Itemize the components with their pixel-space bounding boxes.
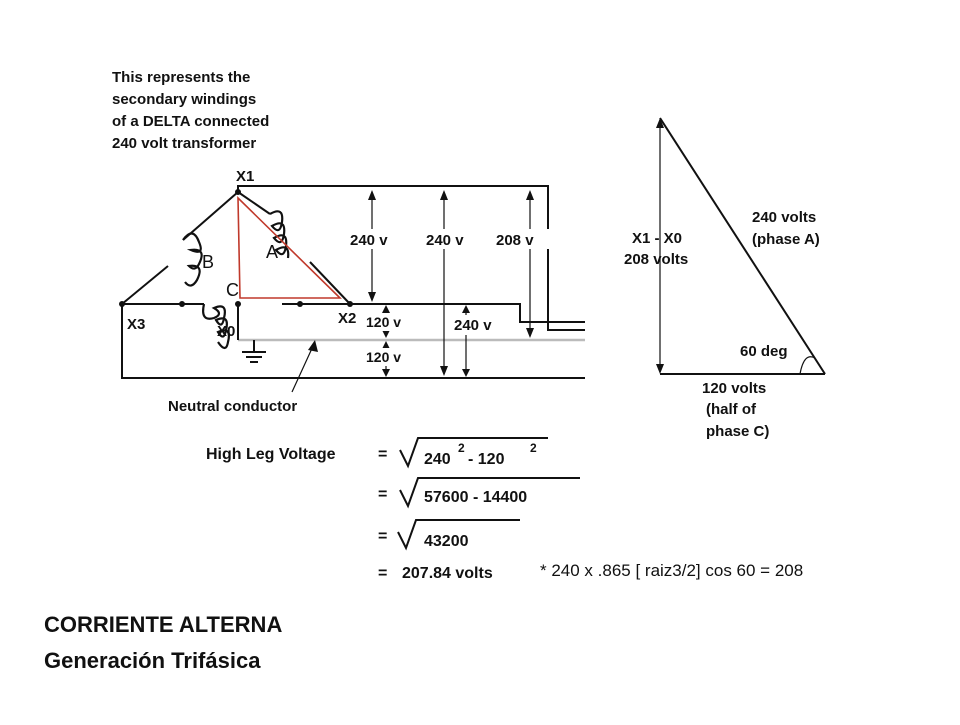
triangle-hyp-line-1: 240 volts [752,209,816,226]
formula-step2: 57600 - 14400 [424,489,527,506]
slide-title: CORRIENTE ALTERNA [44,612,283,637]
label-x2: X2 [338,310,356,327]
sqrt-3-icon [397,519,520,551]
sqrt-2-icon [399,477,580,509]
formula-eq-4: = [378,565,387,582]
height-arrow-down-icon [656,364,664,374]
label-phase-a: A [266,242,278,262]
wire-a-x2 [309,261,351,305]
wire-x1-a-top [237,191,271,215]
triangle-base-line-2: (half of [706,401,757,418]
angle-arc [799,356,816,375]
triangle-left-line-1: X1 - X0 [632,230,682,247]
triangle-base-line-1: 120 volts [702,380,766,397]
formula-block: High Leg Voltage = 240 2 - 120 2 = 57600… [206,437,580,582]
label-phase-b: B [202,252,214,272]
terminal-dot-left-c [179,301,185,307]
winding-a-coil [269,210,290,259]
caption-line-4: 240 volt transformer [112,135,256,152]
ground-icon [242,340,266,363]
slide-subtitle: Generación Trifásica [44,648,261,673]
formula-eq-2: = [378,486,387,503]
conductor-x3 [121,304,585,379]
measure-x1-x0: 208 v [496,232,534,249]
triangle-left-line-2: 208 volts [624,251,688,268]
winding-b-coil [182,232,203,287]
caption-line-2: secondary windings [112,91,256,108]
calculation-note: * 240 x .865 [ raiz3/2] cos 60 = 208 [540,561,804,580]
label-x0: X0 [217,323,235,340]
caption-line-1: This represents the [112,69,250,86]
winding-c-coil [202,303,230,350]
output-conductors [121,185,585,379]
height-arrow-up-icon [656,118,664,128]
label-x3: X3 [127,316,145,333]
formula-eq-3: = [378,528,387,545]
red-phase-triangle [237,196,342,299]
delta-windings [119,189,353,350]
formula-step1-a: 240 [424,451,451,468]
triangle-hypotenuse [659,117,826,375]
measure-x0-x3: 120 v [366,349,401,365]
measure-x2-x3: 240 v [454,317,492,334]
neutral-conductor-label: Neutral conductor [168,398,297,415]
formula-eq-1: = [378,446,387,463]
measure-x1-x2: 240 v [350,232,388,249]
formula-step3: 43200 [424,533,469,550]
triangle-angle-label: 60 deg [740,343,788,360]
formula-label: High Leg Voltage [206,446,336,463]
neutral-pointer-arrow-icon [308,340,318,352]
triangle-base-line-3: phase C) [706,423,769,440]
formula-result: 207.84 volts [402,565,493,582]
neutral-pointer-line [291,343,315,393]
terminal-dot-right-c [297,301,303,307]
vector-triangle [656,117,826,375]
formula-step1-sup1: 2 [458,441,465,455]
label-phase-c: C [226,280,239,300]
caption-line-3: of a DELTA connected [112,113,269,130]
formula-step1-sup2: 2 [530,441,537,455]
wire-b-x3 [121,265,169,305]
label-x1: X1 [236,168,254,185]
measure-x1-x3: 240 v [426,232,464,249]
sqrt-1-icon [399,437,548,469]
measurement-arrows [368,190,534,377]
wire-x1-b-top [182,191,239,241]
conductor-x1 [237,185,585,331]
measure-x2-x0: 120 v [366,314,401,330]
formula-step1-b: - 120 [468,451,505,468]
triangle-hyp-line-2: (phase A) [752,231,820,248]
conductor-x2 [350,303,585,323]
